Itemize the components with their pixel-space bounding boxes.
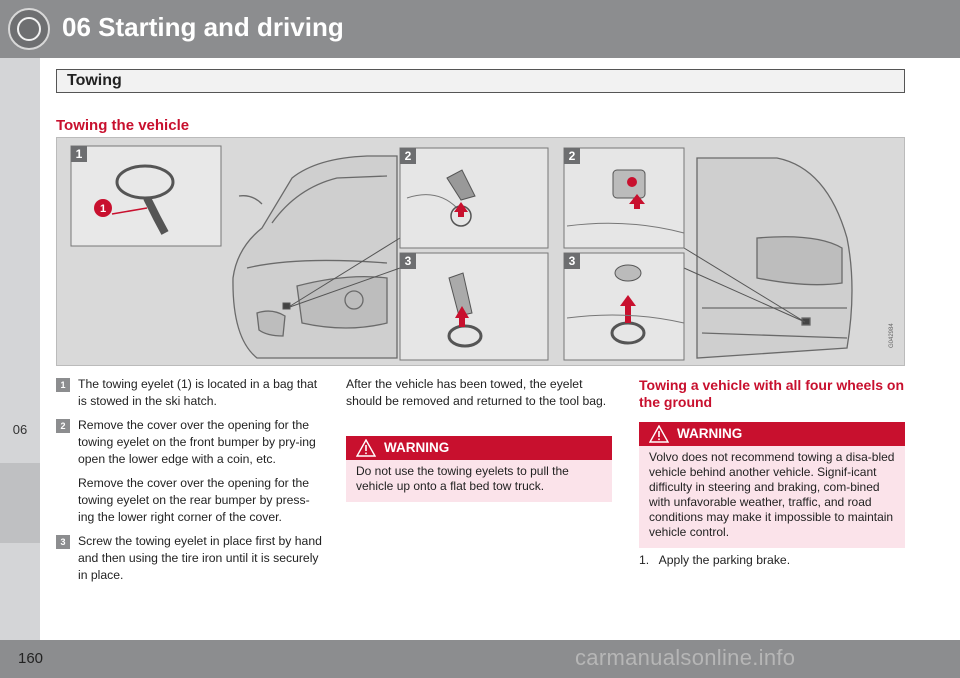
- page-subheading: Towing the vehicle: [56, 117, 190, 134]
- warning-title: WARNING: [677, 426, 743, 441]
- warning-header: WARNING: [346, 436, 612, 460]
- warning-text: Do not use the towing eyelets to pull th…: [356, 464, 569, 493]
- step-1-text: The towing eyelet (1) is located in a ba…: [78, 377, 318, 408]
- volvo-logo-icon: [8, 8, 50, 50]
- figure-code: G042984: [889, 323, 895, 348]
- section-title: Towing: [67, 72, 122, 89]
- warning-text: Volvo does not recommend towing a disa-b…: [649, 450, 895, 539]
- step-2: 2 Remove the cover over the opening for …: [56, 417, 324, 526]
- watermark: carmanualsonline.info: [575, 645, 796, 670]
- inset-label-2-rear: 2: [569, 149, 576, 163]
- step-1: 1 The towing eyelet (1) is located in a …: [56, 376, 324, 410]
- footer-bar: [0, 640, 960, 678]
- step-marker-2: 2: [56, 419, 70, 433]
- inset-label-3-rear: 3: [569, 254, 576, 268]
- eyelet-callout: 1: [100, 203, 106, 215]
- warning-box-flatbed: WARNING Do not use the towing eyelets to…: [346, 436, 612, 502]
- towing-illustration: 1 1 2 3: [56, 137, 905, 366]
- step-marker-3: 3: [56, 535, 70, 549]
- four-wheels-heading: Towing a vehicle with all four wheels on…: [639, 377, 905, 410]
- warning-title: WARNING: [384, 440, 450, 455]
- towing-illustration-svg: 1 1 2 3: [70, 145, 895, 361]
- inset-label-1: 1: [76, 147, 83, 161]
- steps-column: 1 The towing eyelet (1) is located in a …: [56, 376, 324, 591]
- step-marker-1: 1: [56, 378, 70, 392]
- warning-box-towing: WARNING Volvo does not recommend towing …: [639, 422, 905, 548]
- numbered-step-1: 1. Apply the parking brake.: [639, 553, 791, 567]
- step-3: 3 Screw the towing eyelet in place first…: [56, 533, 324, 584]
- step-2-text-front: Remove the cover over the opening for th…: [78, 418, 316, 466]
- after-towing-text: After the vehicle has been towed, the ey…: [346, 377, 607, 408]
- page-number: 160: [18, 650, 44, 667]
- header-bar: 06 Starting and driving: [0, 0, 960, 58]
- inset-label-2-front: 2: [405, 149, 412, 163]
- warning-triangle-icon: [356, 439, 376, 458]
- section-title-box: Towing: [56, 69, 905, 93]
- warning-triangle-icon: [649, 425, 669, 444]
- step-3-text: Screw the towing eyelet in place first b…: [78, 534, 322, 582]
- chapter-side-tab: [0, 58, 40, 640]
- inset-label-3-front: 3: [405, 254, 412, 268]
- step-2-text-rear: Remove the cover over the opening for th…: [78, 476, 310, 524]
- chapter-title: 06 Starting and driving: [62, 12, 344, 42]
- chapter-tab-label: 06: [12, 422, 28, 437]
- warning-header: WARNING: [639, 422, 905, 446]
